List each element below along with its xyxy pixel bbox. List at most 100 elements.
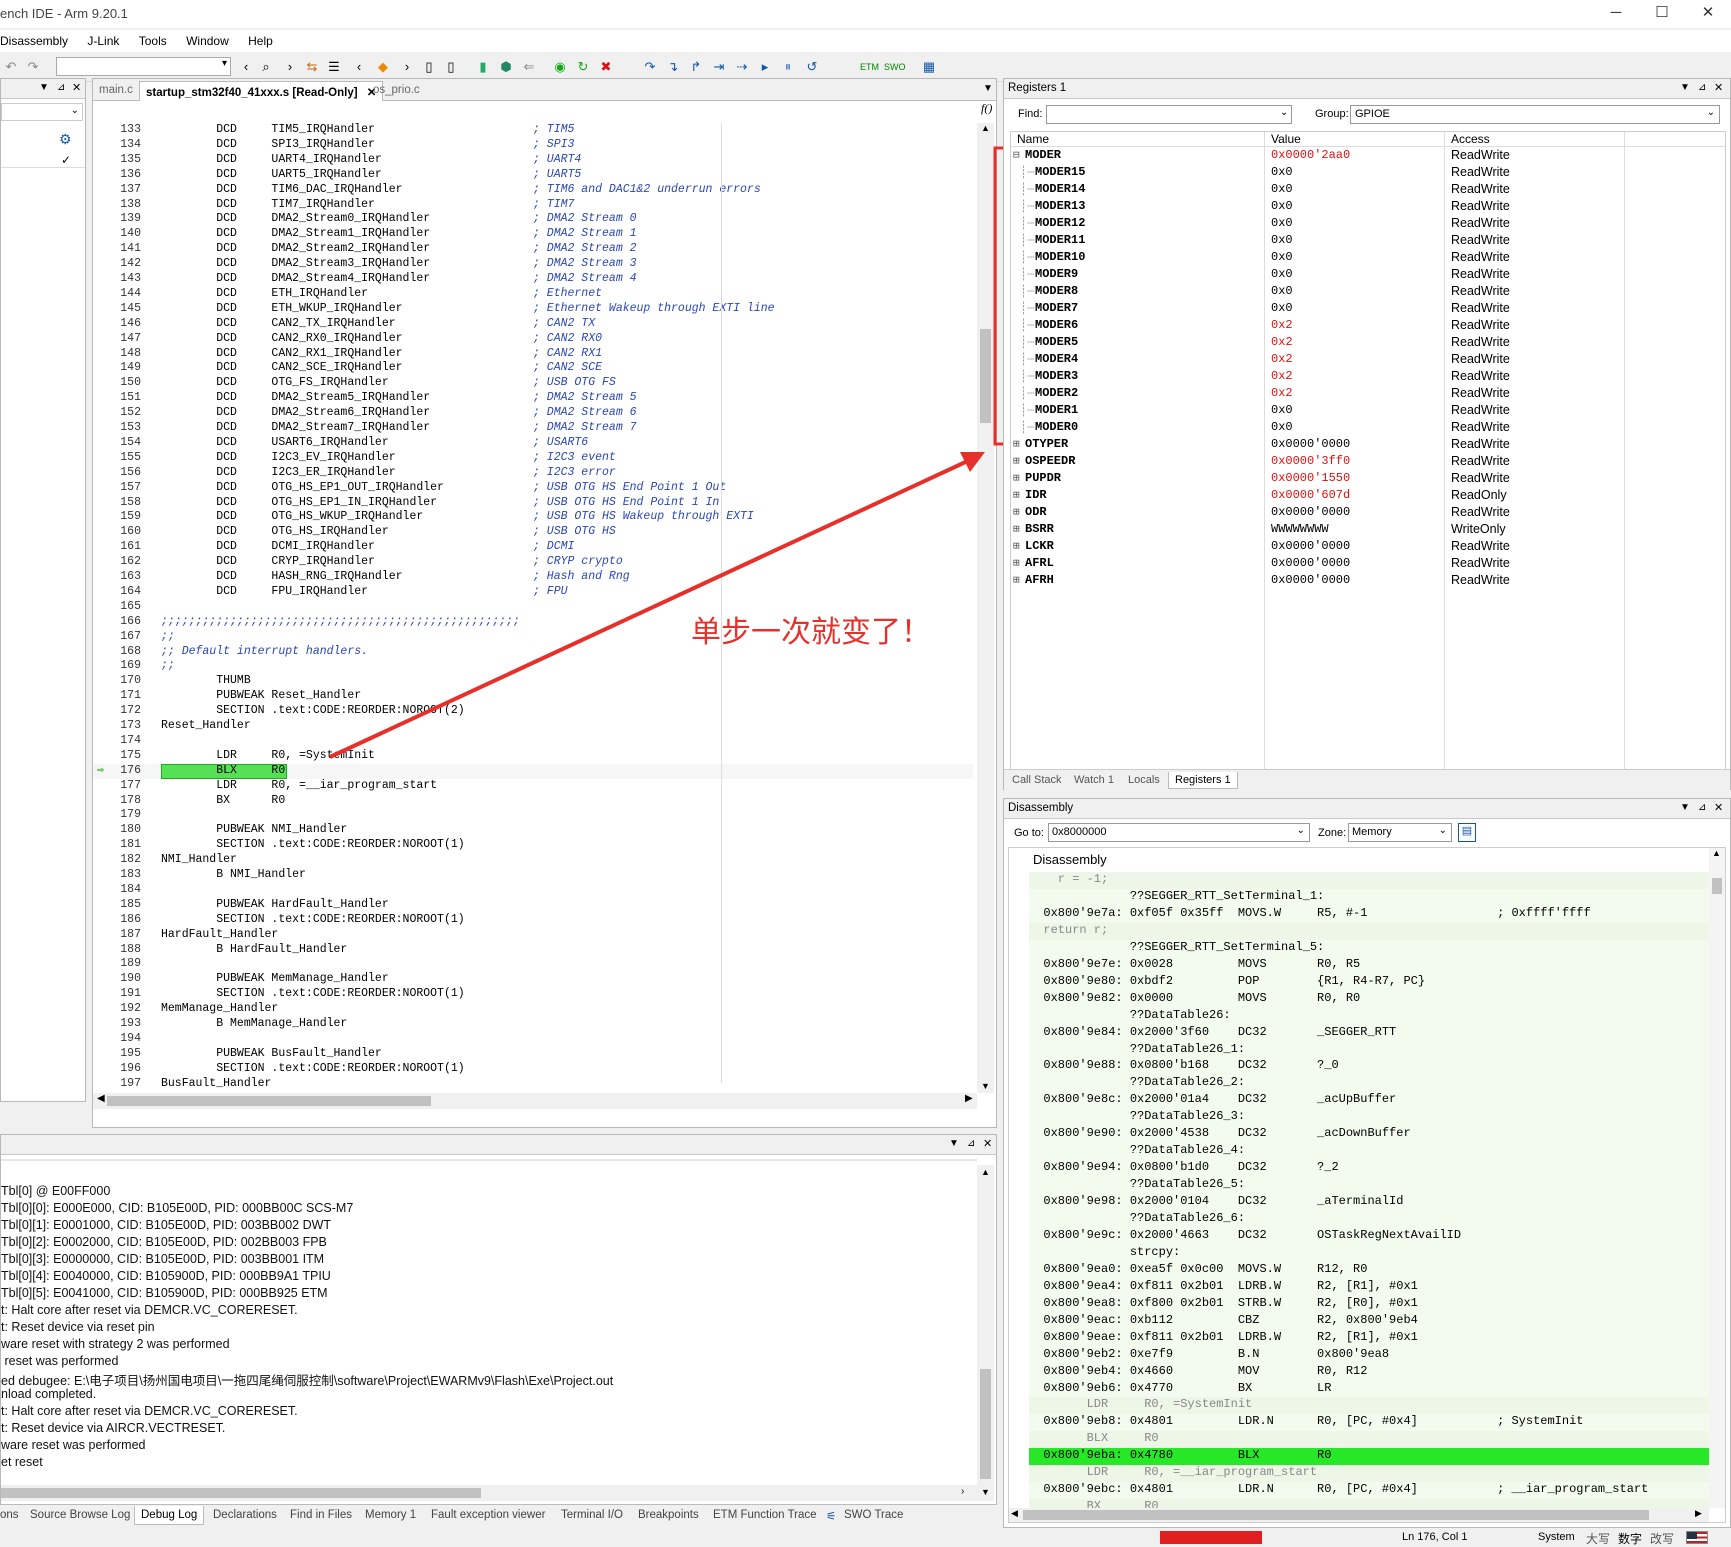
forward-icon[interactable]: › — [287, 59, 293, 74]
disassembly-row[interactable]: 0x800'9eb8: 0x4801 LDR.N R0, [PC, #0x4] … — [1029, 1414, 1709, 1432]
disassembly-row[interactable]: 0x800'9ebc: 0x4801 LDR.N R0, [PC, #0x4] … — [1029, 1482, 1709, 1500]
expand-icon[interactable]: ⊞ — [1013, 456, 1020, 468]
register-value[interactable]: 0x0 — [1271, 250, 1293, 264]
dropdown-icon[interactable]: ▼ — [39, 82, 49, 93]
disassembly-row[interactable]: 0x800'9eac: 0xb112 CBZ R2, 0x800'9eb4 — [1029, 1312, 1709, 1330]
tab-call-stack[interactable]: Call Stack — [1012, 774, 1062, 786]
tab-breakpoints[interactable]: Breakpoints — [638, 1509, 699, 1521]
disassembly-current-row[interactable]: 0x800'9eba: 0x4780 BLX R0 — [1029, 1448, 1709, 1466]
col-access[interactable]: Access — [1451, 132, 1490, 146]
step-into-icon[interactable]: ↴ — [667, 59, 679, 74]
zone-select[interactable]: Memory⌄ — [1348, 823, 1452, 842]
language-flag-icon[interactable] — [1686, 1531, 1708, 1544]
menu-tools[interactable]: Tools — [138, 34, 167, 48]
tab-build[interactable]: ons — [0, 1509, 19, 1521]
disassembly-row[interactable]: 0x800'9eae: 0xf811 0x2b01 LDRB.W R2, [R1… — [1029, 1329, 1709, 1347]
tab-os-prio[interactable]: os_prio.c — [373, 84, 420, 96]
function-navigator-icon[interactable]: f() — [981, 101, 993, 115]
register-value[interactable]: 0x0 — [1271, 216, 1293, 230]
layout-icon[interactable]: ▦ — [922, 59, 936, 74]
disassembly-row[interactable]: ??DataTable26_1: — [1029, 1041, 1709, 1059]
find-input[interactable] — [1046, 105, 1292, 124]
disassembly-row[interactable]: 0x800'9ea4: 0xf811 0x2b01 LDRB.W R2, [R1… — [1029, 1278, 1709, 1296]
disassembly-row[interactable]: 0x800'9ea0: 0xea5f 0x0c00 MOVS.W R12, R0 — [1029, 1261, 1709, 1279]
next-statement-icon[interactable]: ⇥ — [713, 59, 725, 74]
menu-window[interactable]: Window — [186, 34, 229, 48]
minimize-button[interactable]: ─ — [1610, 4, 1622, 21]
disassembly-row[interactable]: BLX R0 — [1029, 1431, 1709, 1449]
register-value[interactable]: 0x2 — [1271, 352, 1293, 366]
disassembly-row[interactable]: r = -1; — [1029, 872, 1709, 889]
panel-close-icon[interactable]: ✕ — [1714, 802, 1724, 814]
redo-icon[interactable]: ↷ — [27, 59, 39, 74]
disassembly-row[interactable]: 0x800'9e94: 0x0800'b1d0 DC32 ?_2 — [1029, 1160, 1709, 1178]
gear-icon[interactable]: ⚙ — [59, 131, 72, 147]
disassembly-row[interactable]: ??SEGGER_RTT_SetTerminal_1: — [1029, 888, 1709, 906]
navigate-icon[interactable]: ⇆ — [306, 59, 318, 74]
disassembly-row[interactable]: ??SEGGER_RTT_SetTerminal_5: — [1029, 939, 1709, 957]
workspace-combo[interactable]: ⌄ — [1, 103, 83, 121]
disassembly-row[interactable]: ??DataTable26_6: — [1029, 1211, 1709, 1228]
disassembly-row[interactable]: 0x800'9e7a: 0xf05f 0x35ff MOVS.W R5, #-1… — [1029, 905, 1709, 923]
register-value[interactable]: 0x0 — [1271, 267, 1293, 281]
disassembly-row[interactable]: return r; — [1029, 922, 1709, 940]
run-to-cursor-icon[interactable]: ⇢ — [736, 59, 748, 74]
pin-icon[interactable]: ⊿ — [967, 1138, 976, 1149]
dropdown-icon[interactable]: ▼ — [1680, 802, 1690, 813]
toggle-source-icon[interactable]: ▤ — [1458, 823, 1476, 842]
disassembly-hscroll[interactable]: ◀ ▶ — [1009, 1508, 1709, 1522]
search-icon[interactable]: ⌕ — [262, 59, 270, 74]
register-value[interactable]: 0x2 — [1271, 386, 1293, 400]
register-value[interactable]: 0x0000'0000 — [1271, 573, 1351, 587]
pin-icon[interactable]: ⊿ — [1698, 82, 1707, 93]
stop-build-icon[interactable]: ⇐ — [523, 59, 535, 74]
register-value[interactable]: 0x0 — [1271, 403, 1293, 417]
bookmark-icon[interactable]: ◆ — [378, 59, 388, 74]
register-value[interactable]: 0x0000'0000 — [1271, 539, 1351, 553]
editor-hscroll[interactable]: ◀ ▶ — [93, 1093, 977, 1109]
disassembly-row[interactable]: 0x800'9e82: 0x0000 MOVS R0, R0 — [1029, 990, 1709, 1008]
pin-icon[interactable]: ⊿ — [57, 82, 66, 93]
expand-icon[interactable]: ⊞ — [1013, 524, 1020, 536]
goto-input[interactable]: 0x8000000⌄ — [1048, 823, 1310, 842]
file-icon[interactable]: ▯ — [425, 59, 433, 74]
group-select[interactable]: GPIOE⌄ — [1350, 105, 1720, 124]
disassembly-row[interactable]: ??DataTable26_2: — [1029, 1075, 1709, 1093]
maximize-button[interactable]: ☐ — [1655, 4, 1669, 21]
disassembly-row[interactable]: 0x800'9e7e: 0x0028 MOVS R0, R5 — [1029, 956, 1709, 974]
register-value[interactable]: 0x0000'607d — [1271, 488, 1351, 502]
expand-icon[interactable]: ⊞ — [1013, 507, 1020, 519]
disassembly-row[interactable]: 0x800'9eb2: 0xe7f9 B.N 0x800'9ea8 — [1029, 1346, 1709, 1364]
register-value[interactable]: 0x0000'0000 — [1271, 556, 1351, 570]
disassembly-row[interactable]: ??DataTable26: — [1029, 1007, 1709, 1025]
disassembly-row[interactable]: 0x800'9e9c: 0x2000'4663 DC32 OSTaskRegNe… — [1029, 1227, 1709, 1245]
toolbar-combo[interactable]: ▾ — [56, 57, 231, 76]
register-value[interactable]: 0x2 — [1271, 369, 1293, 383]
disassembly-row[interactable]: LDR R0, =SystemInit — [1029, 1397, 1709, 1415]
disassembly-row[interactable]: strcpy: — [1029, 1244, 1709, 1262]
panel-close-icon[interactable]: ✕ — [1714, 82, 1724, 94]
tab-fault-exception-viewer[interactable]: Fault exception viewer — [431, 1509, 546, 1521]
tab-declarations[interactable]: Declarations — [213, 1509, 277, 1521]
file2-icon[interactable]: ▯ — [447, 59, 455, 74]
menu-help[interactable]: Help — [248, 34, 273, 48]
make-icon[interactable]: ⬢ — [500, 59, 512, 74]
tab-etm-function-trace[interactable]: ETM Function Trace — [713, 1509, 817, 1521]
